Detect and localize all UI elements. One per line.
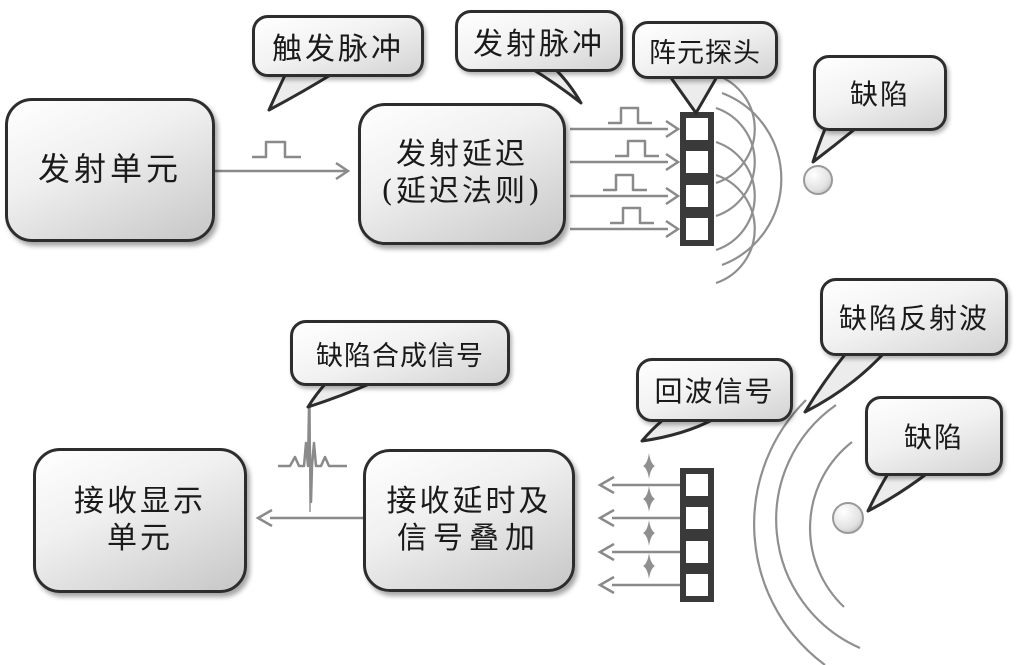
callout-tail-array-probe: [667, 73, 720, 115]
callout-array-probe: 阵元探头: [632, 21, 778, 79]
box-transmit-unit: 发射单元: [5, 98, 215, 242]
callout-transmit-pulse: 发射脉冲: [455, 10, 623, 72]
callout-echo-signal-label: 回波信号: [654, 375, 775, 408]
callout-synthesized-signal: 缺陷合成信号: [290, 320, 510, 386]
defect-circle-bottom: [832, 502, 864, 534]
callout-transmit-pulse-label: 发射脉冲: [473, 27, 605, 62]
array-element: [680, 468, 714, 502]
box-transmit-delay: 发射延迟 (延迟法则): [358, 103, 566, 245]
callout-tail-reflected-wave: [803, 350, 887, 414]
array-element: [680, 212, 714, 246]
trigger-pulse-waveform: [252, 140, 301, 159]
synthesized-signal-waveform: [278, 406, 347, 504]
callout-reflected-wave-label: 缺陷反射波: [838, 302, 989, 335]
echo-spark-icon: [643, 453, 655, 479]
box-transmit-delay-line2: (延迟法则): [381, 174, 543, 209]
echo-spark-icon: [643, 486, 655, 512]
defect-circle-top: [803, 165, 833, 195]
array-element: [680, 179, 714, 213]
transmit-pulse-arrow-head: [665, 152, 681, 172]
callout-defect-top: 缺陷: [813, 55, 947, 131]
callout-trigger-pulse-label: 触发脉冲: [272, 32, 404, 67]
callout-tail-transmit-pulse: [527, 65, 583, 105]
echo-spark-icon: [643, 553, 655, 579]
callout-trigger-pulse: 触发脉冲: [252, 15, 424, 77]
callout-array-probe-label: 阵元探头: [649, 37, 761, 69]
box-transmit-unit-label: 发射单元: [37, 150, 182, 189]
transmit-pulse-waveform: [610, 206, 654, 225]
transmit-pulse-arrow-head: [665, 219, 681, 239]
callout-synthesized-signal-label: 缺陷合成信号: [316, 340, 484, 372]
box-receive-superpose-line2: 信号叠加: [397, 520, 541, 556]
receive-array-group: [597, 453, 714, 602]
callout-tail-defect-top: [811, 127, 857, 164]
box-receive-superpose-line1: 接收延时及: [386, 483, 552, 519]
array-element: [680, 145, 714, 179]
transmit-pulse-waveform: [615, 139, 659, 158]
reflected-wave-arc: [775, 404, 861, 650]
echo-arrow-head: [597, 542, 615, 562]
transmit-pulse-waveform: [603, 173, 647, 192]
callout-defect-top-label: 缺陷: [849, 78, 910, 111]
box-receive-display: 接收显示 单元: [33, 448, 247, 593]
element-wavelet-arc: [715, 140, 756, 252]
callout-echo-signal: 回波信号: [636, 358, 793, 422]
callout-tail-defect-bottom: [866, 470, 931, 513]
box-receive-display-line1: 接收显示: [74, 483, 206, 519]
callout-tail-echo-signal: [640, 417, 716, 443]
callout-defect-bottom: 缺陷: [865, 396, 1003, 476]
array-element: [680, 568, 714, 602]
transmit-pulse-arrow-head: [665, 186, 681, 206]
receive-arrow-head: [255, 508, 273, 528]
transmit-pulse-waveform: [608, 106, 652, 125]
array-element: [680, 501, 714, 535]
echo-spark-icon: [643, 520, 655, 546]
trigger-arrow-head: [335, 161, 351, 181]
callout-tail-synthesized-signal: [306, 380, 376, 409]
echo-arrow-head: [597, 575, 615, 595]
element-wavelet-arc: [715, 106, 756, 218]
element-wavelet-arc: [715, 173, 756, 285]
echo-arrow-head: [597, 508, 615, 528]
box-receive-superpose: 接收延时及 信号叠加: [363, 449, 575, 592]
echo-arrow-head: [597, 475, 615, 495]
transmit-array-group: [570, 73, 756, 285]
reflected-wave-arc: [808, 441, 853, 608]
array-element: [680, 112, 714, 146]
reflected-wave-arc: [753, 399, 826, 665]
transmit-pulse-arrow-head: [665, 119, 681, 139]
element-wavelet-arc: [715, 73, 756, 185]
array-element: [680, 535, 714, 569]
callout-defect-bottom-label: 缺陷: [903, 421, 964, 454]
callout-tail-trigger-pulse: [267, 69, 339, 112]
box-transmit-delay-line1: 发射延迟: [396, 137, 528, 173]
callout-reflected-wave: 缺陷反射波: [820, 278, 1008, 356]
box-receive-display-line2: 单元: [107, 520, 173, 556]
transmit-wavefront-arc: [721, 91, 783, 267]
